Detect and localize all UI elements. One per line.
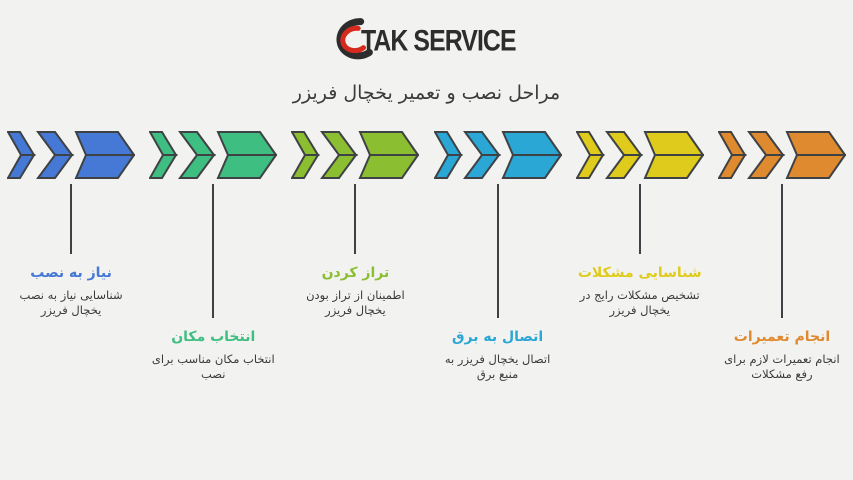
- step-description: انتخاب مکان مناسب برای نصب: [151, 352, 275, 382]
- step-label: شناسایی مشکلات: [577, 265, 702, 281]
- chevron-arrows-icon: [717, 131, 846, 179]
- step-item: اتصال به برق اتصال یخچال فریزر به منبع ب…: [427, 130, 569, 383]
- connector-line: [496, 184, 499, 318]
- connector-line: [70, 184, 73, 254]
- step-label: انجام تعمیرات: [733, 329, 831, 345]
- connector-line: [780, 184, 783, 318]
- steps-row: نیاز به نصب شناسایی نیاز به نصب یخچال فر…: [0, 130, 853, 383]
- step-label: انتخاب مکان: [171, 329, 256, 345]
- step-item: نیاز به نصب شناسایی نیاز به نصب یخچال فر…: [0, 130, 142, 383]
- step-description: اطمینان از تراز بودن یخچال فریزر: [306, 288, 405, 318]
- chevron-arrows-icon: [7, 131, 136, 179]
- logo: TAK SERVICE: [0, 0, 853, 66]
- step-description: تشخیص مشکلات رایج در یخچال فریزر: [579, 288, 700, 318]
- step-item: شناسایی مشکلات تشخیص مشکلات رایج در یخچا…: [569, 130, 711, 383]
- step-description: انجام تعمیرات لازم برای رفع مشکلات: [724, 352, 840, 382]
- step-description: اتصال یخچال فریزر به منبع برق: [444, 352, 551, 382]
- step-item: انجام تعمیرات انجام تعمیرات لازم برای رف…: [711, 130, 853, 383]
- connector-line: [354, 184, 357, 254]
- logo-text: TAK SERVICE: [360, 24, 517, 57]
- chevron-arrows-icon: [291, 131, 420, 179]
- step-item: انتخاب مکان انتخاب مکان مناسب برای نصب: [142, 130, 284, 383]
- step-description: شناسایی نیاز به نصب یخچال فریزر: [19, 288, 123, 318]
- chevron-arrows-icon: [149, 131, 278, 179]
- step-label: تراز کردن: [321, 265, 390, 281]
- logo-swoosh-icon: [336, 18, 373, 60]
- chevron-arrows-icon: [575, 131, 704, 179]
- step-label: اتصال به برق: [451, 329, 544, 345]
- step-label: نیاز به نصب: [30, 265, 112, 281]
- connector-line: [638, 184, 641, 254]
- chevron-arrows-icon: [433, 131, 562, 179]
- page-title: مراحل نصب و تعمیر یخچال فریزر: [292, 82, 561, 104]
- step-item: تراز کردن اطمینان از تراز بودن یخچال فری…: [284, 130, 426, 383]
- connector-line: [212, 184, 215, 318]
